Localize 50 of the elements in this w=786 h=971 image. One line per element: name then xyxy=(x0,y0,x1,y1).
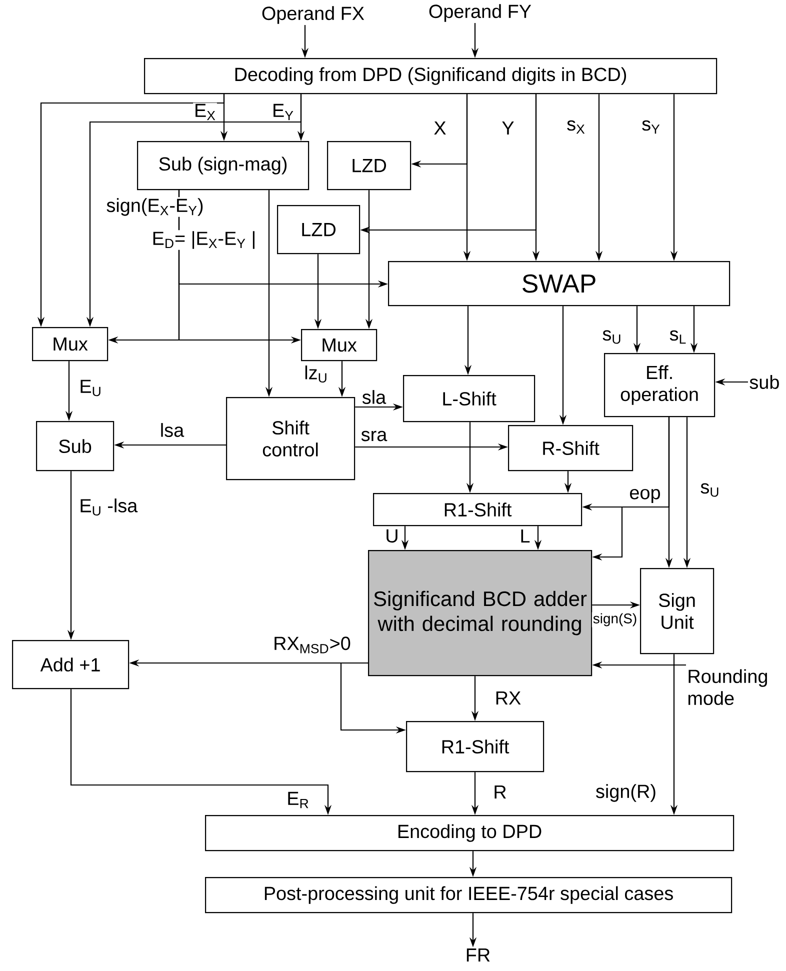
edge-label: E$_{D}$= |E$_{X}$-E$_{Y}$ | xyxy=(150,230,258,250)
edge-label: L xyxy=(518,528,532,544)
adder-box: Significand BCD adder with decimal rounding xyxy=(368,550,592,676)
process-box: Mux xyxy=(301,329,378,362)
process-box: Decoding from DPD (Significand digits in BCD) xyxy=(144,58,718,94)
edge-label: s$_{Y}$ xyxy=(640,119,662,135)
edge-label: X xyxy=(432,120,448,136)
process-box: Sub (sign-mag) xyxy=(137,141,310,190)
edge-label: E$_{U}$ -lsa xyxy=(78,498,139,517)
signal-text: sub xyxy=(750,375,779,389)
process-box: Sign Unit xyxy=(640,568,714,654)
edge-label: s$_{L}$ xyxy=(668,329,688,345)
process-box: Sub xyxy=(36,421,114,472)
edge-label: s$_{U}$ xyxy=(699,482,721,498)
process-box: LZD xyxy=(277,205,360,254)
signal-text: Rounding mode xyxy=(688,669,767,706)
edge-label: E$_{X}$ xyxy=(193,102,217,122)
edge-label: R xyxy=(492,784,508,800)
process-box: R1-Shift xyxy=(373,493,582,526)
edge-label: E$_{U}$ xyxy=(78,378,103,398)
process-box: SWAP xyxy=(388,261,730,306)
edge-label: U xyxy=(384,528,400,544)
signal-text: Operand FX xyxy=(262,6,364,24)
edge-label: sign(R) xyxy=(594,783,658,803)
edge-label: sla xyxy=(360,389,388,405)
process-box: R1-Shift xyxy=(406,721,544,772)
edge-label: RX xyxy=(494,690,522,706)
process-box: L-Shift xyxy=(403,375,536,422)
edge-label: sra xyxy=(360,430,388,442)
process-box: Encoding to DPD xyxy=(205,815,734,852)
edge-label: s$_{U}$ xyxy=(601,329,623,345)
process-box: Mux xyxy=(32,327,108,362)
edge-label: RX$_{MSD}$>0 xyxy=(272,636,352,654)
process-box: Shift control xyxy=(226,397,356,480)
signal-text: Operand FY xyxy=(429,4,532,22)
signal-text: FR xyxy=(466,948,490,962)
edge-label: sign(S) xyxy=(592,612,638,628)
process-box: Post-processing unit for IEEE-754r special cases xyxy=(205,877,732,914)
process-box: Add +1 xyxy=(12,640,130,690)
edge-label: lz$_{U}$ xyxy=(303,364,329,384)
edge-label: E$_{R}$ xyxy=(286,790,310,810)
process-box: R-Shift xyxy=(508,425,634,472)
edge-label: sign(E$_{X}$-E$_{Y}$) xyxy=(105,197,205,217)
edge-label: s$_{X}$ xyxy=(566,119,586,135)
edge-label: eop xyxy=(628,488,662,504)
edge-label: lsa xyxy=(158,422,186,438)
process-box: Eff. operation xyxy=(604,353,716,418)
process-box: LZD xyxy=(327,141,412,190)
edge-label: E$_{Y}$ xyxy=(271,102,295,122)
edge-label: Y xyxy=(500,120,516,136)
